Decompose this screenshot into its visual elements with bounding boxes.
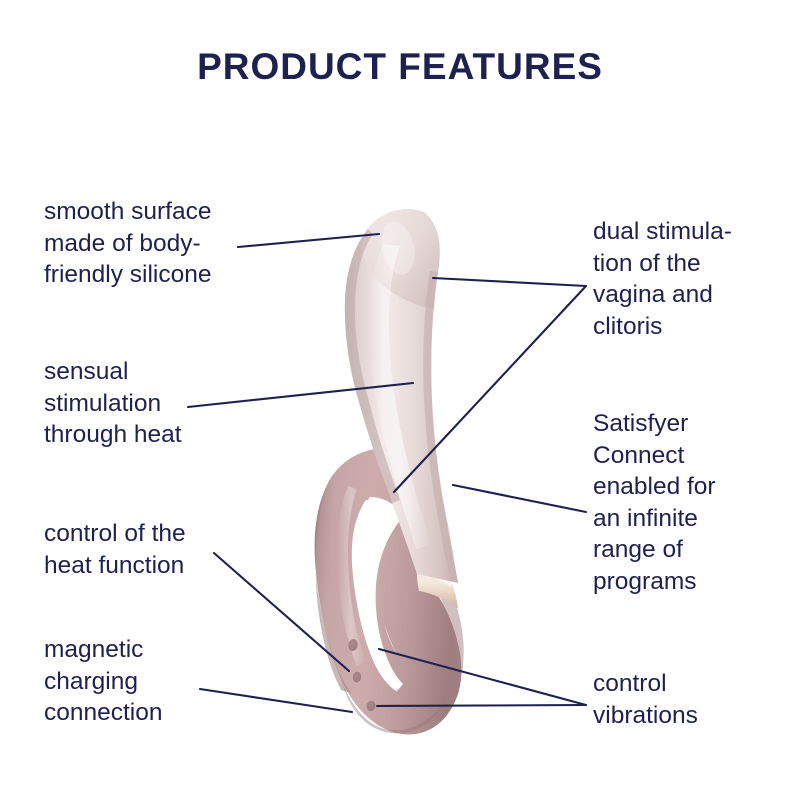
leader-line-vibrations-upper — [377, 647, 588, 707]
callout-satisfyer-connect: Satisfyer Connect enabled for an infinit… — [593, 410, 716, 595]
leader-line-silicone — [236, 232, 381, 249]
callout-magnetic-charging-connection: magnetic charging connection — [44, 636, 163, 727]
page-title: PRODUCT FEATURES — [197, 46, 603, 87]
callout-control-vibrations: control vibrations — [593, 670, 698, 729]
leader-line-heat-control — [212, 551, 351, 673]
leader-line-heat — [186, 381, 415, 409]
leader-line-dual-lower — [392, 284, 588, 494]
callout-sensual-stimulation-heat: sensual stimulation through heat — [44, 358, 182, 449]
leader-line-satisfyer-connect — [451, 483, 588, 514]
leader-line-magnetic-charging — [198, 687, 354, 714]
product-main-shaft — [344, 209, 458, 583]
leader-line-dual-upper — [431, 276, 588, 288]
leader-line-vibrations-lower — [375, 703, 588, 708]
callout-control-heat-function: control of the heat function — [44, 520, 186, 579]
callout-smooth-surface-silicone: smooth surface made of body- friendly si… — [44, 198, 212, 289]
product-control-buttons — [348, 639, 376, 712]
callout-dual-stimulation: dual stimula- tion of the vagina and cli… — [593, 218, 732, 340]
